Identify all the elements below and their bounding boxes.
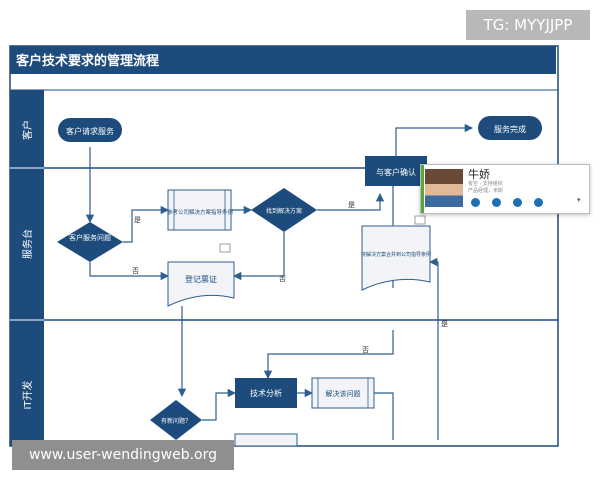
- diagram-title: 客户技术要求的管理流程: [16, 53, 159, 69]
- connector: [374, 392, 394, 440]
- node-customer-request-label: 客户请求服务: [66, 126, 114, 136]
- connector: [89, 262, 170, 281]
- phone-icon[interactable]: [492, 198, 501, 207]
- node-register-ticket-label: 登记票证: [185, 274, 217, 284]
- comment-icon: [219, 243, 231, 253]
- contact-avatar: [425, 169, 463, 207]
- label-no: 否: [132, 267, 139, 275]
- contact-status: 有空 · 支持组织: [468, 181, 503, 187]
- connector: [263, 330, 394, 380]
- video-icon[interactable]: [513, 198, 522, 207]
- node-customer-issue-label: 客户服务问题: [69, 233, 111, 242]
- node-tech-analysis-label: 技术分析: [250, 388, 282, 398]
- contact-name: 牛娇: [468, 168, 490, 181]
- node-tech-analysis: [235, 378, 297, 408]
- node-resolve-issue-label: 解决该问题: [326, 389, 361, 398]
- connector: [317, 192, 385, 211]
- label-no: 否: [362, 346, 369, 354]
- im-icon[interactable]: [471, 198, 480, 207]
- watermark-top: TG: MYYJJPP: [466, 10, 590, 40]
- node-reference-docs-label: 参考公司解决方案指导条例: [167, 208, 234, 216]
- label-yes: 是: [348, 201, 355, 209]
- node-merge-solution-label: 将解决方案合并到公司指导条例: [361, 251, 431, 258]
- watermark-bottom: www.user-wendingweb.org: [12, 440, 234, 470]
- presence-indicator: [421, 165, 424, 213]
- node-resolve-issue: [311, 377, 375, 409]
- label-yes: 是: [134, 216, 141, 224]
- node-solution-found-label: 找到解决方案: [266, 207, 302, 215]
- connector: [395, 123, 474, 156]
- node-service-complete: [478, 116, 542, 140]
- label-yes: 是: [441, 320, 448, 328]
- title-bar: [10, 46, 556, 74]
- node-new-issue: [150, 400, 202, 440]
- contact-title: 产品经理，米斯: [468, 188, 504, 194]
- label-no: 否: [279, 275, 286, 283]
- node-register-ticket: [167, 261, 235, 307]
- connector: [202, 388, 237, 421]
- chevron-down-icon[interactable]: ▾: [577, 196, 581, 204]
- contact-card[interactable]: 牛娇 有空 · 支持组织 产品经理，米斯 ▾: [420, 164, 590, 214]
- node-reference-docs: [167, 189, 232, 231]
- node-customer-issue: [57, 222, 123, 262]
- lane-label-it-dev: IT开发: [21, 380, 34, 409]
- node-merge-solution: [361, 225, 431, 291]
- node-service-complete-label: 服务完成: [494, 124, 526, 134]
- email-icon[interactable]: [534, 198, 543, 207]
- node-confirm-with-customer: [365, 156, 427, 186]
- lane-header-column: [10, 90, 44, 446]
- node-confirm-with-customer-label: 与客户确认: [376, 167, 416, 177]
- comment-icon: [414, 215, 426, 225]
- node-partial-bottom: [234, 433, 298, 447]
- node-new-issue-label: 有新问题？: [161, 417, 191, 425]
- connector: [123, 205, 170, 243]
- connector: [428, 257, 439, 440]
- node-solution-found: [251, 188, 317, 232]
- connector: [232, 232, 285, 281]
- lane-label-service-desk: 服务台: [21, 229, 34, 259]
- node-customer-request: [58, 118, 122, 142]
- lane-label-customer: 客户: [21, 120, 34, 140]
